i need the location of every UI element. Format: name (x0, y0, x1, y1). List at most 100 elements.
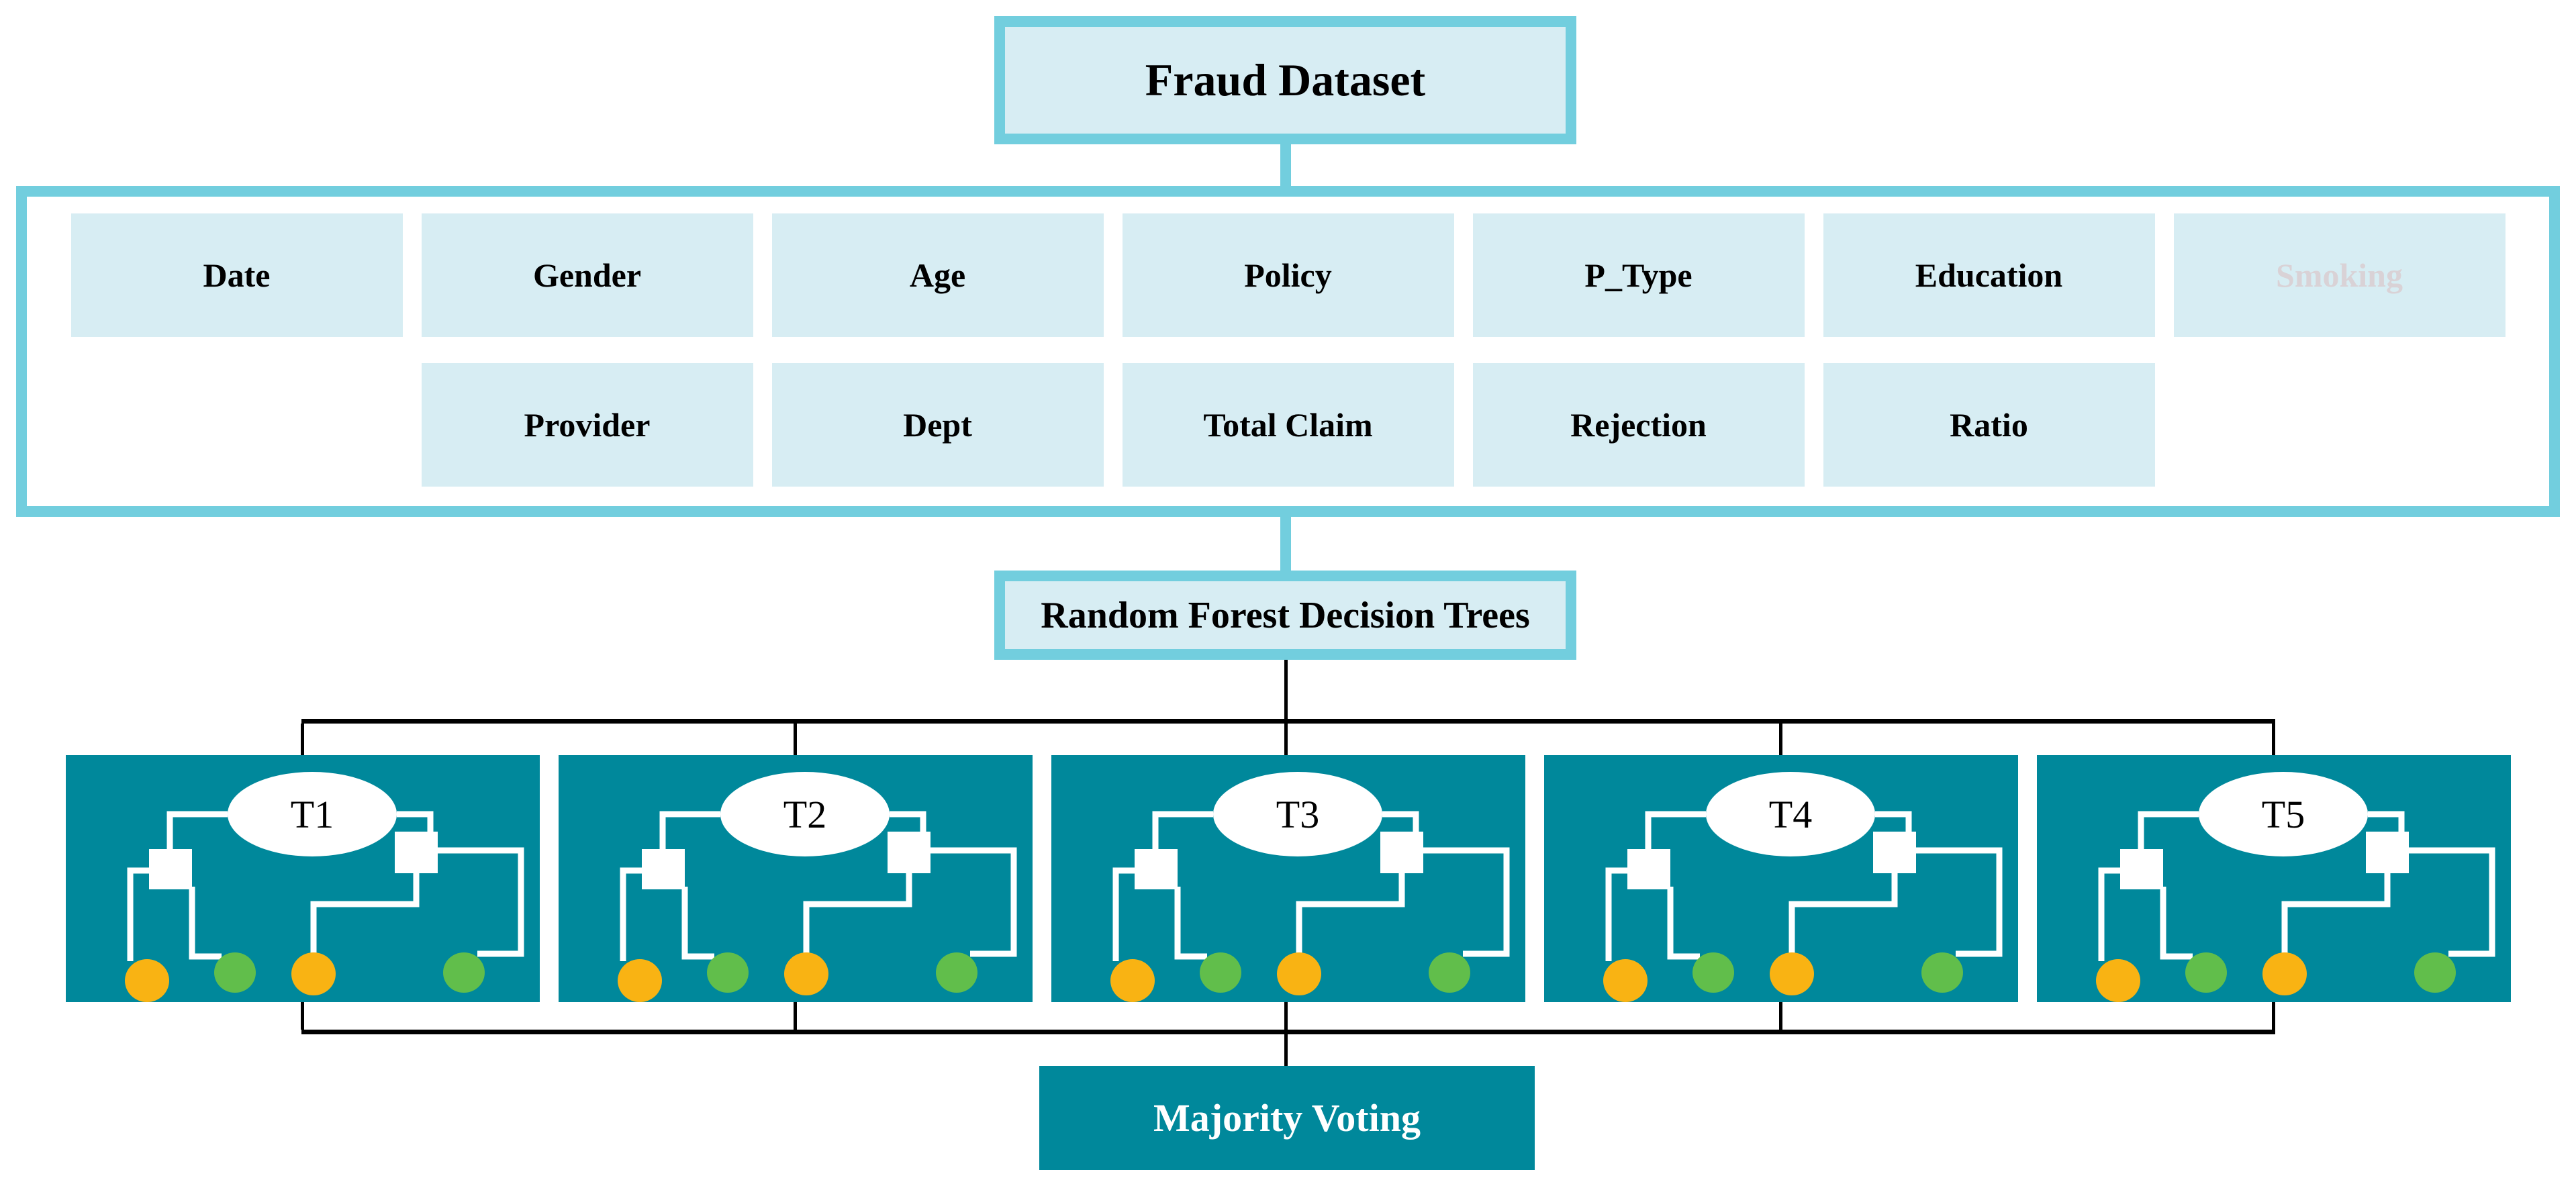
branch-root-left (1645, 811, 1706, 849)
branch-left-to-leaf2 (681, 887, 714, 960)
decision-node-left (641, 849, 685, 889)
branch-left-to-leaf1 (1112, 867, 1135, 961)
feature-smoking: Smoking (2173, 213, 2506, 337)
feature-policy: Policy (1122, 213, 1454, 337)
leaf-green-2 (2185, 952, 2227, 993)
branch-root-right (396, 811, 433, 832)
branch-root-left (1152, 811, 1213, 849)
feature-ptype: P_Type (1472, 213, 1805, 337)
branch-root-left (659, 811, 720, 849)
leaf-green-4 (1921, 952, 1963, 993)
tree-label-t2: T2 (783, 793, 826, 836)
leaf-green-4 (935, 952, 977, 993)
leaf-orange-1 (124, 959, 169, 1002)
leaf-orange-1 (617, 959, 662, 1002)
feature-education-label: Education (1915, 256, 2063, 294)
feature-age-label: Age (909, 256, 966, 294)
tree-card-t5: T5 (2036, 755, 2511, 1002)
feature-date: Date (70, 213, 403, 337)
branch-right-to-leaf3 (1788, 873, 1897, 953)
branch-left-to-leaf2 (189, 887, 222, 960)
stem-line-t5 (2272, 1002, 2275, 1030)
branch-right-to-leaf4 (437, 847, 524, 957)
leaf-green-2 (1199, 952, 1241, 993)
connector-features-to-rf (1280, 517, 1291, 571)
tree-label-t1: T1 (290, 793, 333, 836)
feature-date-label: Date (203, 256, 271, 294)
stem-line-t2 (794, 1002, 797, 1030)
feature-provider: Provider (421, 363, 753, 487)
leaf-orange-3 (783, 952, 828, 995)
leaf-green-2 (1692, 952, 1734, 993)
decision-node-right (394, 832, 438, 873)
drop-line-t5 (2272, 724, 2275, 755)
tree-svg-t3: T3 (1110, 772, 1509, 1002)
feature-ptype-label: P_Type (1584, 256, 1692, 294)
decision-node-left (1134, 849, 1178, 889)
branch-root-right (1382, 811, 1419, 832)
branch-right-to-leaf3 (310, 873, 419, 953)
branch-root-left (2138, 811, 2199, 849)
tree-root-ellipse (2198, 772, 2368, 856)
branch-root-right (889, 811, 926, 832)
branch-right-to-leaf4 (2408, 847, 2495, 957)
feature-provider-label: Provider (524, 406, 651, 444)
tree-card-t3: T3 (1051, 755, 1525, 1002)
feature-policy-label: Policy (1244, 256, 1332, 294)
feature-gender-label: Gender (532, 256, 642, 294)
features-row-2: Provider Dept Total Claim Rejection Rati… (16, 363, 2560, 487)
leaf-green-4 (442, 952, 485, 993)
features-row-1: Date Gender Age Policy P_Type Education … (16, 213, 2560, 337)
tree-svg-t2: T2 (617, 772, 1016, 1002)
leaf-green-2 (706, 952, 749, 993)
drop-line-t1 (301, 724, 304, 755)
branch-right-to-leaf3 (1296, 873, 1404, 953)
tree-root-ellipse (720, 772, 890, 856)
branch-left-to-leaf1 (1605, 867, 1627, 961)
tree-card-t1: T1 (65, 755, 540, 1002)
feature-dept: Dept (771, 363, 1104, 487)
tree-root-ellipse (227, 772, 397, 856)
majority-voting-box: Majority Voting (1039, 1066, 1535, 1170)
majority-voting-label: Majority Voting (1153, 1096, 1421, 1140)
trees-row: T1 T2 (0, 755, 2576, 1002)
leaf-orange-1 (2095, 959, 2140, 1002)
decision-node-left (1627, 849, 1670, 889)
tree-root-ellipse (1705, 772, 1875, 856)
tree-card-t4: T4 (1543, 755, 2018, 1002)
voting-stem-line (1284, 1034, 1288, 1066)
feature-ratio-label: Ratio (1950, 406, 2028, 444)
feature-dept-label: Dept (903, 406, 972, 444)
rf-stem-line (1284, 660, 1288, 724)
branch-left-to-leaf1 (2098, 867, 2120, 961)
leaf-orange-3 (2262, 952, 2307, 995)
tree-svg-t5: T5 (2095, 772, 2495, 1002)
branch-left-to-leaf2 (1174, 887, 1207, 960)
random-forest-box: Random Forest Decision Trees (994, 571, 1576, 660)
random-forest-label: Random Forest Decision Trees (1041, 594, 1530, 636)
stem-line-t3 (1284, 1002, 1288, 1030)
bottom-branch-line (301, 1030, 2275, 1034)
drop-line-t3 (1284, 724, 1288, 755)
leaf-orange-3 (291, 952, 336, 995)
branch-root-right (1874, 811, 1911, 832)
feature-ratio: Ratio (1823, 363, 2155, 487)
branch-left-to-leaf1 (620, 867, 642, 961)
top-branch-line (301, 719, 2275, 724)
leaf-green-2 (213, 952, 256, 993)
tree-root-ellipse (1212, 772, 1382, 856)
decision-node-left (2119, 849, 2163, 889)
fraud-dataset-label: Fraud Dataset (1145, 54, 1426, 105)
fraud-dataset-box: Fraud Dataset (994, 16, 1576, 144)
decision-node-right (2365, 832, 2409, 873)
leaf-orange-1 (1603, 959, 1648, 1002)
feature-education: Education (1823, 213, 2155, 337)
stem-line-t1 (301, 1002, 304, 1030)
branch-left-to-leaf2 (1667, 887, 1700, 960)
tree-card-t2: T2 (558, 755, 1033, 1002)
branch-right-to-leaf3 (2281, 873, 2390, 953)
leaf-orange-3 (1769, 952, 1814, 995)
drop-line-t4 (1779, 724, 1782, 755)
feature-gender: Gender (421, 213, 753, 337)
